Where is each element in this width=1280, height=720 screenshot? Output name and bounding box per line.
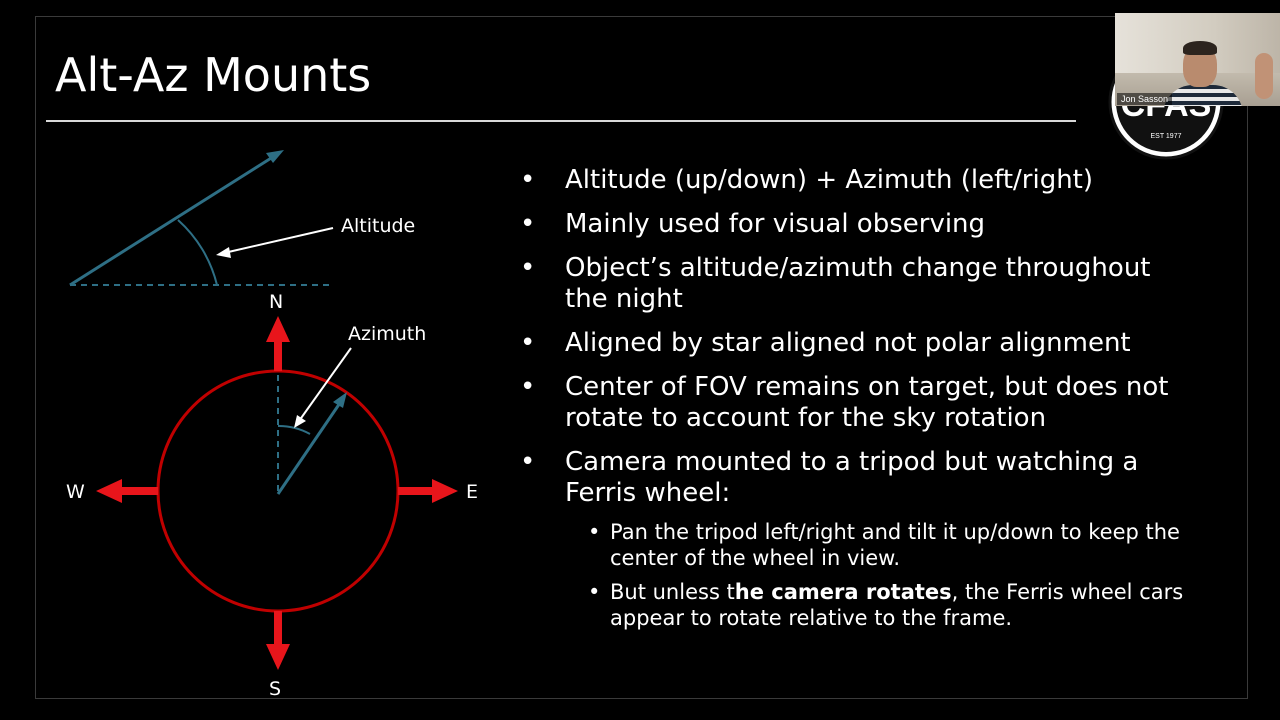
altitude-label: Altitude [341, 215, 415, 237]
bullet-text: Object’s altitude/azimuth change through… [565, 253, 1151, 314]
altitude-callout-arrowhead [216, 247, 231, 258]
azimuth-callout-arrow [298, 347, 352, 422]
azimuth-compass: Azimuth N S E W [66, 291, 478, 700]
title-divider [46, 120, 1076, 122]
bullet-text: Mainly used for visual observing [565, 209, 986, 239]
slide-title: Alt-Az Mounts [55, 48, 372, 102]
bullet-text: Aligned by star aligned not polar alignm… [565, 328, 1131, 358]
azimuth-angle-arc [277, 424, 311, 435]
sub-bullet-list: • Pan the tripod left/right and tilt it u… [565, 519, 1200, 631]
presentation-slide [35, 16, 1248, 699]
bullet-text: Center of FOV remains on target, but doe… [565, 372, 1169, 433]
azimuth-label: Azimuth [348, 323, 426, 345]
azimuth-pointer-line [276, 399, 344, 495]
altitude-angle-arc [177, 219, 218, 286]
bullet-glyph: • [520, 372, 536, 402]
participant-webcam[interactable]: Jon Sasson [1115, 13, 1280, 106]
sub-bullet-text-after: , the Ferris wheel cars appear to rotate… [610, 580, 1184, 630]
sub-bullet-item: • But unless the camera rotates, the Ferr… [565, 579, 1200, 631]
bullet-glyph: • [520, 328, 536, 358]
altitude-diagram: Altitude [69, 150, 415, 287]
sub-bullet-item: • Pan the tripod left/right and tilt it u… [565, 519, 1200, 571]
azimuth-callout-arrowhead [294, 415, 306, 428]
bullet-item: • Object’s altitude/azimuth change throug… [520, 253, 1200, 315]
east-arrow-head [432, 479, 458, 503]
compass-north-label: N [269, 291, 283, 313]
participant-name-tag: Jon Sasson [1117, 93, 1173, 105]
sub-bullet-text: Pan the tripod left/right and tilt it up… [610, 520, 1180, 570]
bullet-item: • Altitude (up/down) + Azimuth (left/righ… [520, 165, 1200, 196]
compass-west-label: W [66, 481, 85, 503]
participant-body [1163, 85, 1243, 106]
bullet-item: • Center of FOV remains on target, but do… [520, 372, 1200, 434]
south-arrow-head [266, 644, 290, 670]
sub-bullet-glyph: • [588, 520, 601, 544]
bullet-glyph: • [520, 209, 536, 239]
bullet-item: • Camera mounted to a tripod but watching… [520, 447, 1200, 631]
altitude-pointer-head [266, 150, 284, 163]
participant-hand [1255, 53, 1273, 99]
west-arrow-head [96, 479, 122, 503]
altitude-callout-arrow [223, 227, 334, 254]
altitude-pointer-line [69, 153, 277, 287]
bullet-item: • Mainly used for visual observing [520, 209, 1200, 240]
sub-bullet-bold-text: he camera rotates [734, 580, 952, 604]
participant-hair [1183, 41, 1217, 55]
compass-south-label: S [269, 678, 281, 700]
bullet-text: Altitude (up/down) + Azimuth (left/right… [565, 165, 1094, 195]
bullet-text: Camera mounted to a tripod but watching … [565, 447, 1139, 508]
bullet-glyph: • [520, 165, 536, 195]
bullet-item: • Aligned by star aligned not polar align… [520, 328, 1200, 359]
sub-bullet-glyph: • [588, 580, 601, 604]
logo-small-text: EST 1977 [1150, 133, 1181, 140]
azimuth-pointer-head [333, 392, 347, 408]
sub-bullet-text-before: But unless t [610, 580, 735, 604]
bullet-list: • Altitude (up/down) + Azimuth (left/righ… [520, 165, 1200, 644]
north-arrow-head [266, 316, 290, 342]
bullet-glyph: • [520, 253, 536, 283]
compass-east-label: E [466, 481, 478, 503]
bullet-glyph: • [520, 447, 536, 477]
